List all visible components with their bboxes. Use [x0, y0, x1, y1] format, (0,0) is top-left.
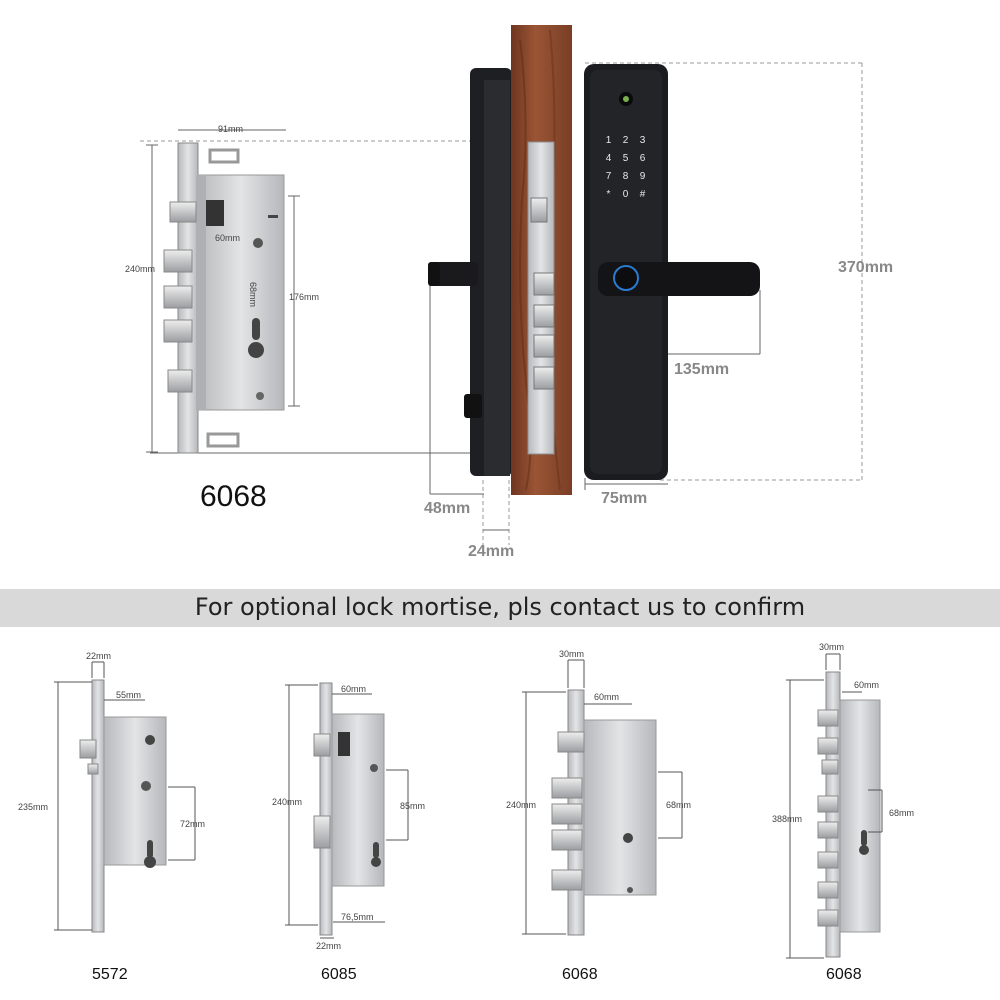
keypad-key[interactable]: 3 [639, 135, 646, 146]
dim-spacing: 68mm [889, 808, 915, 818]
dim-lock-height: 370mm [838, 259, 894, 276]
front-smart-lock [584, 64, 760, 480]
back-lock-body [428, 68, 512, 476]
keypad-key[interactable]: 9 [639, 171, 646, 182]
dim-top: 30mm [819, 642, 845, 652]
dim-height: 240mm [506, 800, 537, 810]
option-model-label: 6068 [826, 966, 862, 983]
info-banner-text: For optional lock mortise, pls contact u… [194, 593, 806, 621]
dim-spacing: 68mm [666, 800, 692, 810]
dim-backset: 55mm [116, 690, 142, 700]
dim-backset: 60mm [341, 684, 367, 694]
dim-height: 388mm [772, 814, 803, 824]
dim-bottom: 22mm [316, 941, 342, 951]
guide-lines [140, 62, 863, 545]
dim-top: 30mm [559, 649, 585, 659]
dim-spacing: 72mm [180, 819, 206, 829]
option-model-label: 5572 [92, 966, 128, 983]
dim-height: 240mm [272, 797, 303, 807]
dim-width-91: 91mm [218, 124, 244, 134]
dim-backset: 60mm [854, 680, 880, 690]
option-model-label: 6068 [562, 966, 598, 983]
keypad-key[interactable]: 5 [622, 153, 629, 164]
hero-model-label: 6068 [200, 480, 267, 513]
dim-lock-depth: 48mm [424, 500, 471, 517]
hero-mortise-image [163, 142, 285, 454]
keypad-key[interactable]: 4 [605, 153, 612, 164]
keypad-key[interactable]: * [606, 189, 611, 200]
door-wood [511, 25, 572, 495]
dim-door-thickness: 24mm [468, 543, 515, 560]
info-banner [0, 589, 1000, 627]
dim-lock-width: 75mm [601, 490, 648, 507]
keypad-key[interactable]: 7 [605, 171, 612, 182]
keypad-key[interactable]: 8 [622, 171, 629, 182]
dim-handle-length: 135mm [674, 361, 730, 378]
dim-backset: 60mm [594, 692, 620, 702]
dim-height: 235mm [18, 802, 49, 812]
dim-backset-60: 60mm [215, 233, 241, 243]
keypad-key[interactable]: # [639, 189, 646, 200]
keypad: 1 2 3 4 5 6 7 8 9 * 0 # [600, 135, 652, 207]
dim-top: 22mm [86, 651, 112, 661]
keypad-key[interactable]: 6 [639, 153, 646, 164]
dim-width: 76,5mm [341, 912, 374, 922]
dim-spacing: 85mm [400, 801, 426, 811]
keypad-key[interactable]: 0 [622, 189, 629, 200]
option-model-label: 6085 [321, 966, 357, 983]
keypad-key[interactable]: 2 [622, 135, 629, 146]
keypad-key[interactable]: 1 [605, 135, 612, 146]
dim-height-240: 240mm [125, 264, 156, 274]
dim-spacing-68: 68mm [248, 282, 258, 308]
dim-faceplate-176: 176mm [289, 292, 320, 302]
